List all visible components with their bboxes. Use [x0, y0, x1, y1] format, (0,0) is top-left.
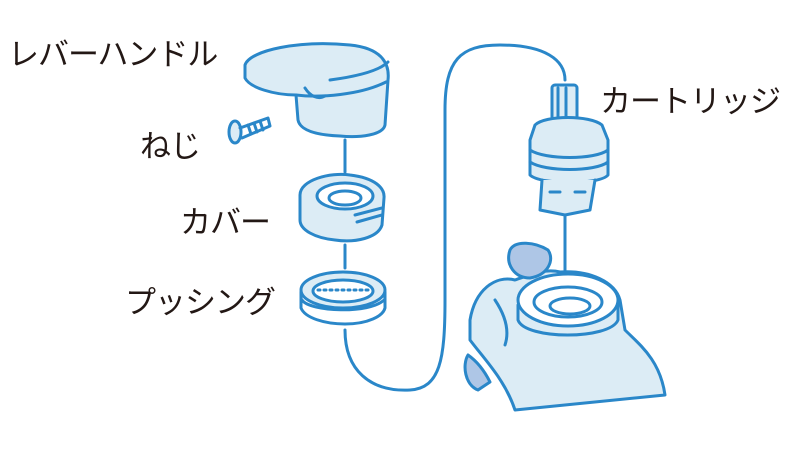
label-screw: ねじ — [140, 129, 201, 165]
label-lever-handle: レバーハンドル — [8, 37, 218, 73]
screw-part — [227, 116, 272, 145]
hand-and-valve-part — [463, 241, 667, 412]
connector-line — [343, 43, 567, 392]
label-bushing: プッシング — [125, 285, 276, 321]
label-cartridge: カートリッジ — [600, 84, 781, 120]
bushing-part — [299, 270, 387, 326]
cartridge-part — [528, 83, 610, 217]
cover-part — [298, 172, 386, 243]
lever-handle-part — [243, 42, 390, 139]
label-cover: カバー — [180, 205, 271, 241]
